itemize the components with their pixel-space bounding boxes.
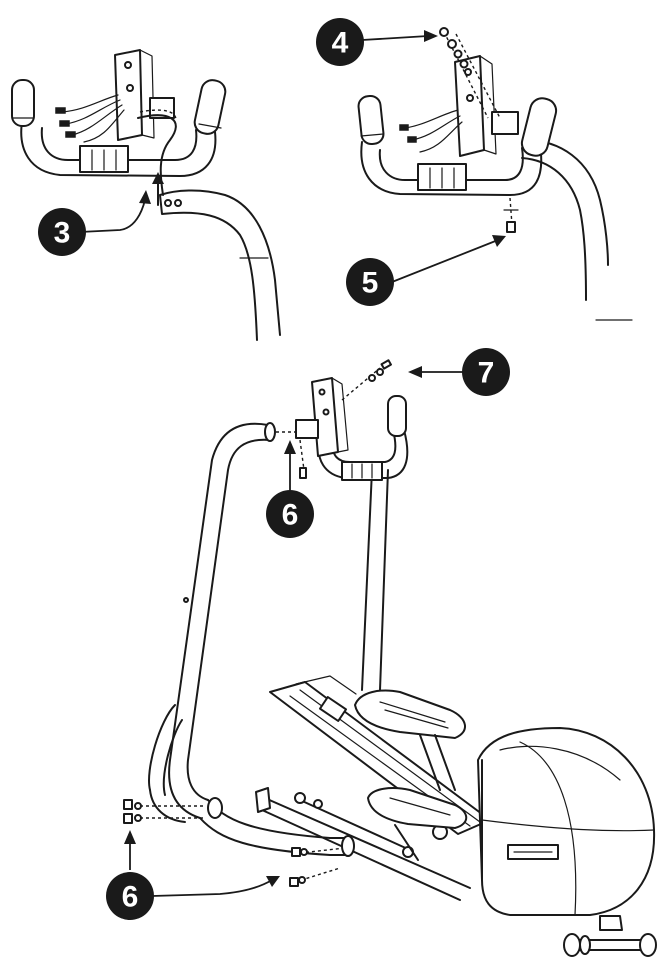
panel-handlebar-wiring <box>11 49 281 341</box>
callout-7: 7 <box>408 348 510 396</box>
callout-4: 4 <box>316 18 438 66</box>
base-rail <box>257 794 471 901</box>
callout-3-label: 3 <box>54 217 71 250</box>
console-bracket-3 <box>311 377 339 457</box>
callout-6-lower-label: 6 <box>122 881 139 914</box>
callout-5: 5 <box>346 235 506 306</box>
callout-6-upper-label: 6 <box>282 499 299 532</box>
panel-handlebar-fasteners <box>357 27 633 321</box>
right-grip-3 <box>387 395 407 437</box>
panel-upright-assembly <box>123 359 657 957</box>
callout-4-label: 4 <box>332 27 349 60</box>
drive-shroud <box>477 727 656 916</box>
upright-tube <box>159 189 281 341</box>
right-grip <box>193 79 227 135</box>
callout-6-upper: 6 <box>266 440 314 538</box>
callout-7-label: 7 <box>478 357 495 390</box>
right-grip-2 <box>520 97 558 157</box>
main-upright-tube <box>168 422 271 819</box>
callout-5-label: 5 <box>362 267 379 300</box>
upright-tube-2 <box>521 139 609 301</box>
center-upright <box>361 469 389 691</box>
callout-6-lower: 6 <box>106 830 280 920</box>
callout-3: 3 <box>38 190 151 256</box>
left-grip <box>11 79 35 127</box>
left-grip-2 <box>357 94 385 146</box>
